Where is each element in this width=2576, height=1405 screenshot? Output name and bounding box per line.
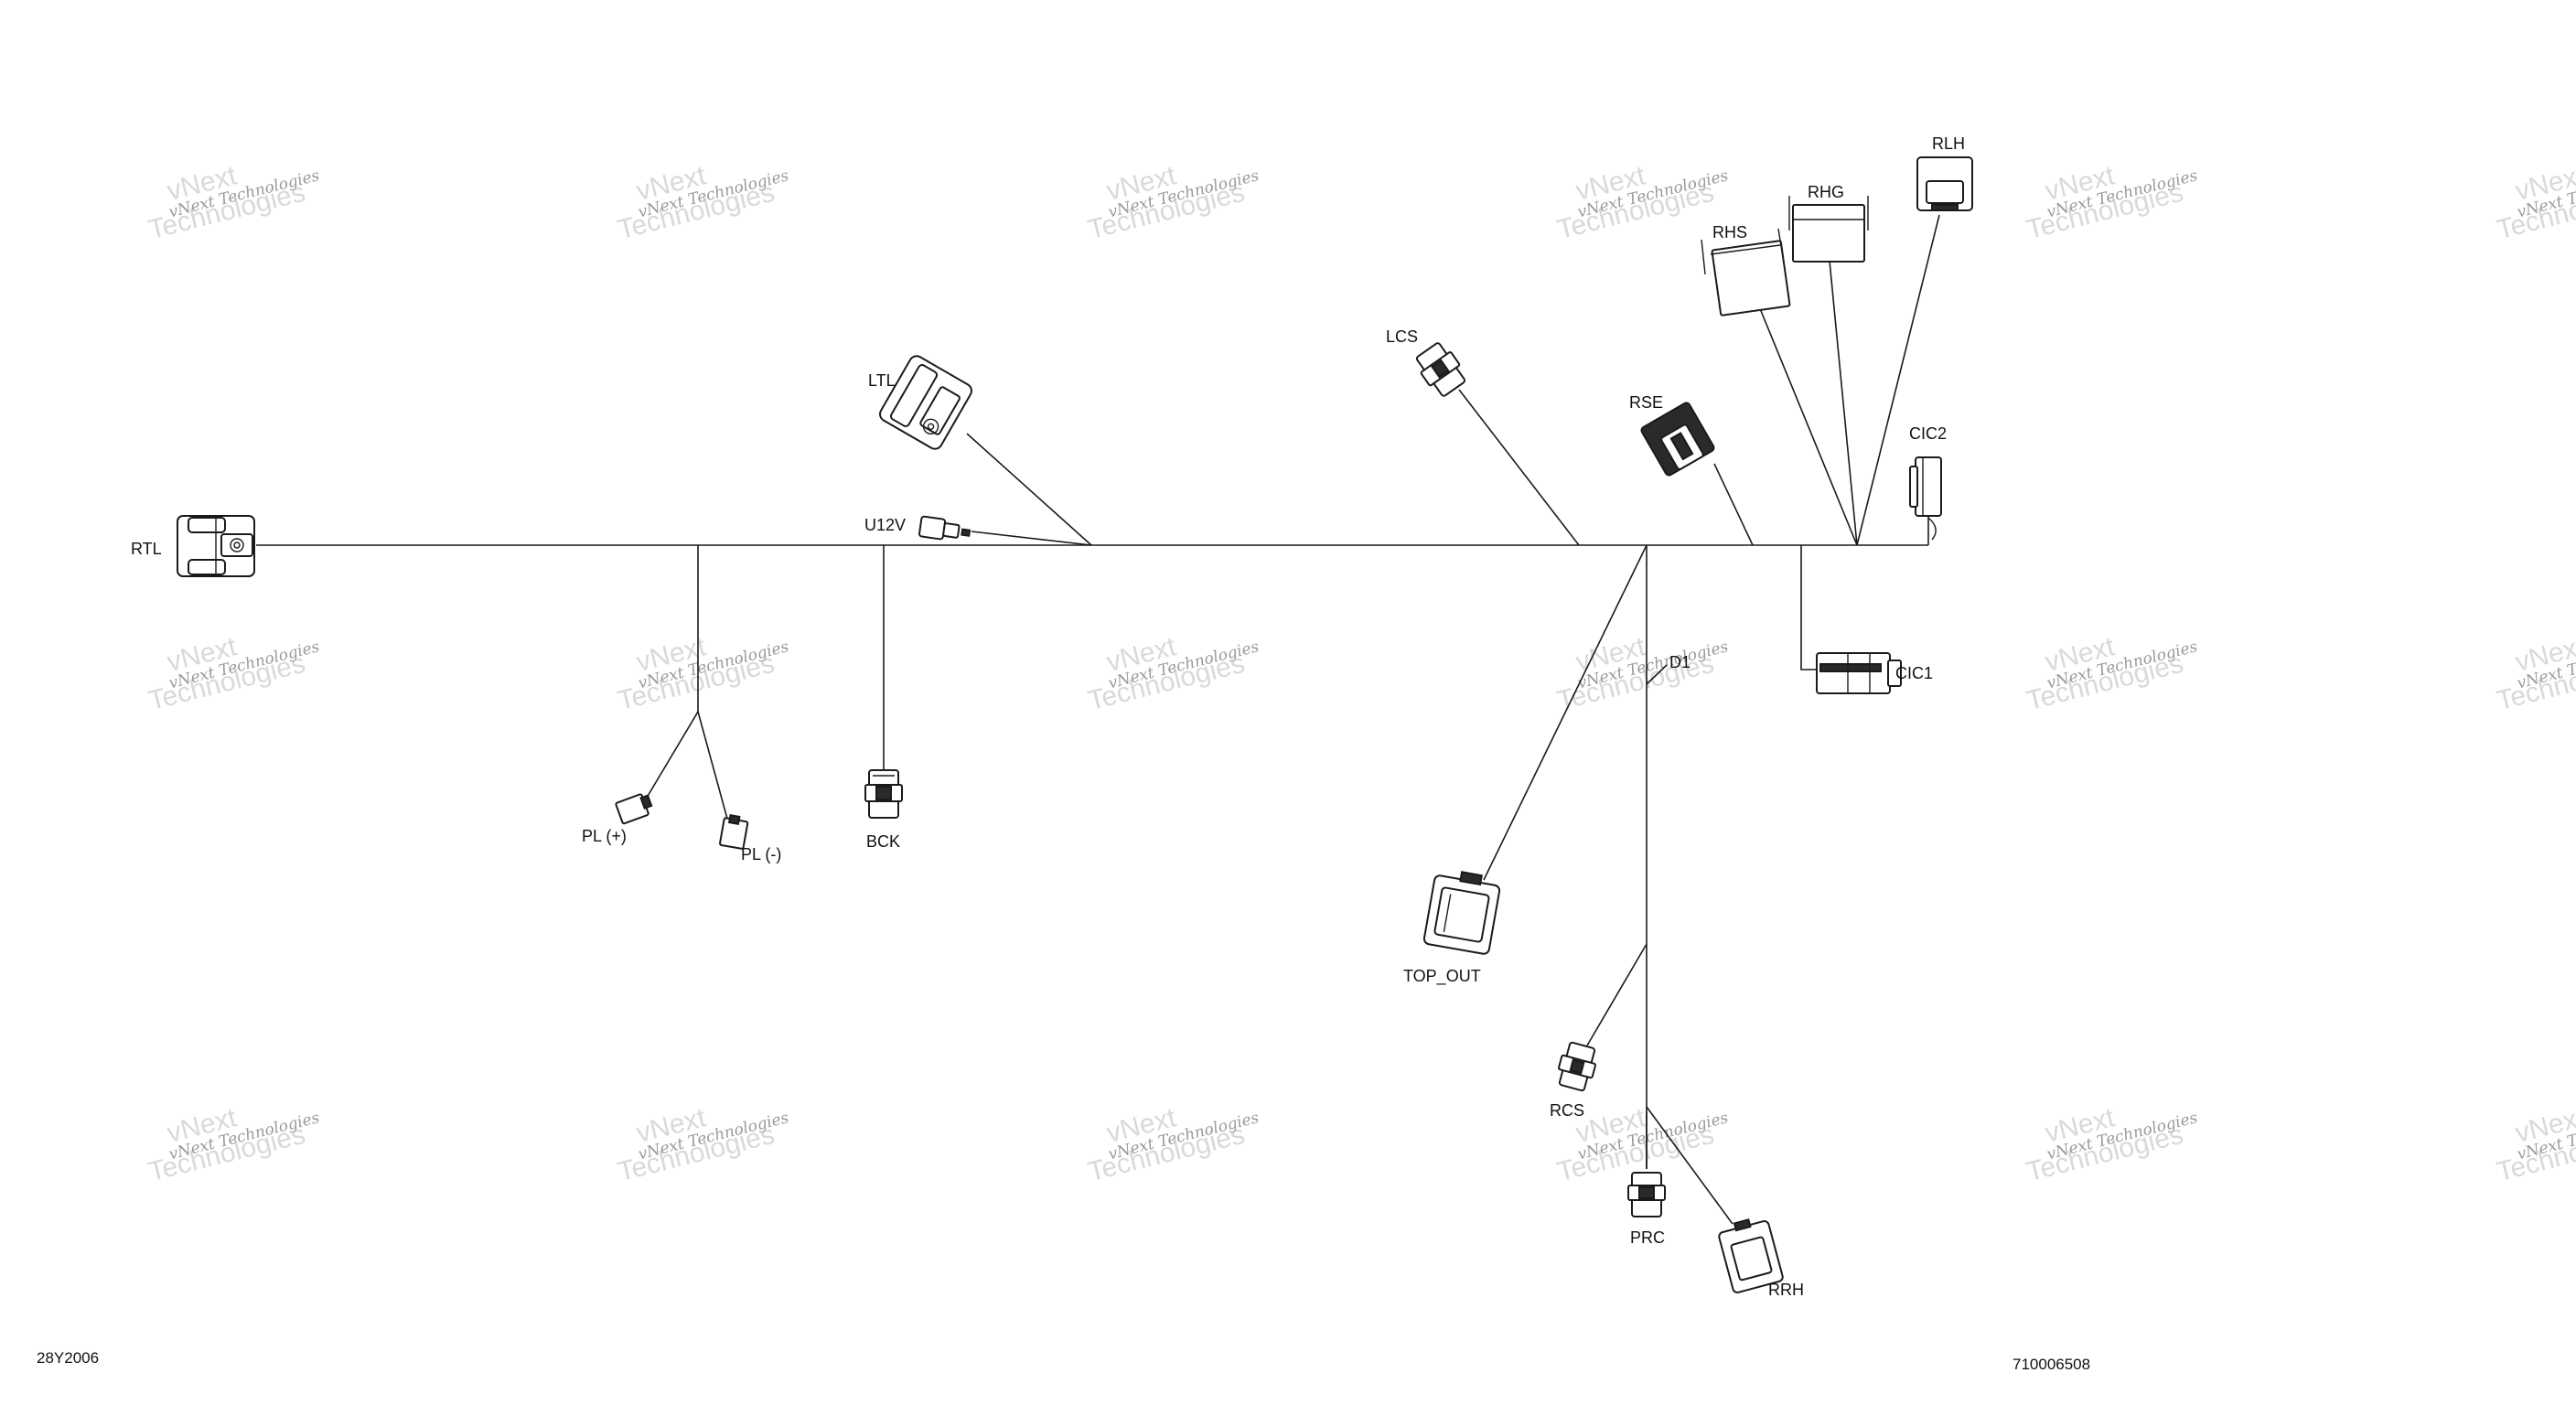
wire-rcs — [1586, 943, 1648, 1046]
connector-pl-minus — [719, 814, 749, 850]
connector-rrh — [1718, 1218, 1784, 1293]
label-rlh: RLH — [1932, 134, 1965, 153]
label-rrh: RRH — [1768, 1281, 1804, 1299]
wire-d1-leader — [1646, 664, 1668, 685]
label-rse: RSE — [1629, 393, 1663, 412]
connector-rcs — [1558, 1041, 1596, 1092]
label-u12v: U12V — [864, 516, 906, 534]
connector-rhg — [1788, 196, 1869, 263]
wire-lcs — [1458, 389, 1580, 546]
drawing-code-right: 710006508 — [2012, 1356, 2090, 1373]
connector-rtl — [177, 515, 255, 577]
wire-rhg — [1829, 260, 1858, 546]
label-lcs: LCS — [1386, 327, 1418, 346]
label-pl-plus: PL (+) — [582, 827, 627, 845]
label-rhs: RHS — [1712, 223, 1747, 241]
wire-ltl — [966, 433, 1092, 546]
connector-rse — [1640, 402, 1715, 477]
connector-bck — [864, 769, 903, 819]
label-rtl: RTL — [131, 540, 162, 558]
wire-pl-minus — [697, 711, 728, 820]
label-pl-minus: PL (-) — [741, 845, 781, 863]
wire-rhs — [1758, 306, 1858, 546]
connector-pl-plus — [615, 793, 653, 825]
connector-top-out — [1422, 871, 1501, 955]
connector-cic1 — [1816, 652, 1902, 694]
connector-labels: RTL LTL U12V LCS RSE RHS RHG RLH CIC2 CI… — [131, 134, 1965, 1299]
connector-u12v — [918, 515, 971, 541]
wire-top-out — [1483, 544, 1648, 881]
label-ltl: LTL — [868, 371, 896, 390]
connector-ltl — [879, 355, 972, 450]
connector-cic2 — [1909, 456, 1942, 541]
connector-prc — [1627, 1172, 1666, 1217]
wire-pl-plus — [643, 711, 699, 803]
drawing-code-left: 28Y2006 — [37, 1349, 99, 1367]
label-cic1: CIC1 — [1895, 664, 1933, 682]
wire-u12v — [971, 531, 1092, 546]
connector-lcs — [1415, 342, 1466, 397]
connector-rlh — [1916, 156, 1973, 211]
wire-rlh — [1856, 214, 1940, 546]
harness-wires — [256, 214, 1940, 1225]
connector-rhs — [1701, 228, 1791, 316]
wire-rrh — [1646, 1106, 1733, 1225]
label-d1: D1 — [1669, 653, 1690, 671]
label-prc: PRC — [1630, 1228, 1665, 1247]
wire-cic1 — [1800, 545, 1816, 670]
wire-rse — [1713, 463, 1754, 546]
label-rhg: RHG — [1808, 183, 1844, 201]
label-bck: BCK — [866, 832, 900, 851]
label-top-out: TOP_OUT — [1403, 967, 1481, 986]
label-cic2: CIC2 — [1909, 424, 1947, 443]
label-rcs: RCS — [1550, 1101, 1584, 1120]
